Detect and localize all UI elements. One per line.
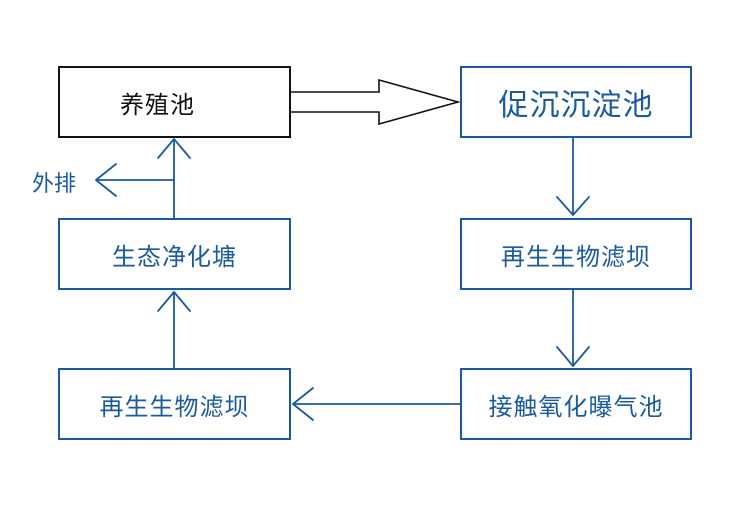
discharge-label: 外排 <box>32 172 77 197</box>
arrow-sediment-to-filter <box>556 137 590 216</box>
arrow-filter-to-eco-pond <box>157 291 191 369</box>
node-bio-filter-dam-right-label: 再生生物滤坝 <box>501 242 651 271</box>
node-ecological-purification-pond: 生态净化塘 <box>58 218 291 290</box>
arrow-oxidation-to-filter-left <box>292 387 461 421</box>
node-bio-filter-dam-left-label: 再生生物滤坝 <box>99 392 250 421</box>
arrow-discharge <box>95 163 175 197</box>
arrow-eco-pond-to-breeding <box>157 138 191 219</box>
hollow-flow-arrow <box>291 78 461 126</box>
node-sedimentation-pond-label: 促沉沉淀池 <box>498 88 654 123</box>
node-ecological-purification-pond-label: 生态净化塘 <box>112 242 237 271</box>
node-contact-oxidation-aeration-pond: 接触氧化曝气池 <box>460 368 692 440</box>
node-breeding-pond-label: 养殖池 <box>120 90 195 119</box>
node-bio-filter-dam-left: 再生生物滤坝 <box>58 368 291 440</box>
arrow-filter-to-oxidation <box>556 289 590 367</box>
node-contact-oxidation-aeration-pond-label: 接触氧化曝气池 <box>488 392 664 421</box>
node-sedimentation-pond: 促沉沉淀池 <box>460 66 692 138</box>
node-breeding-pond: 养殖池 <box>58 66 291 138</box>
node-bio-filter-dam-right: 再生生物滤坝 <box>460 218 692 290</box>
